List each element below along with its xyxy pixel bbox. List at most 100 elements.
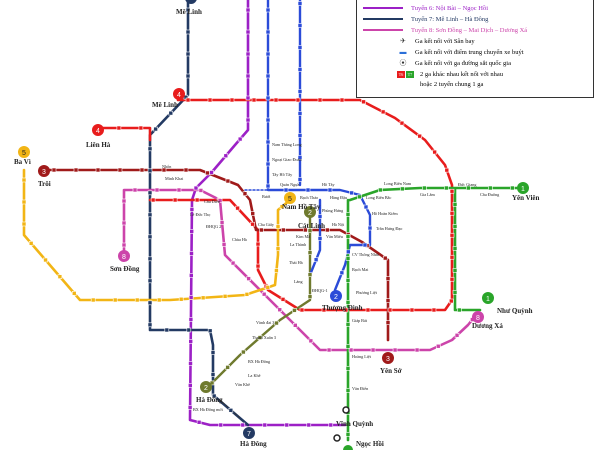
station-stop[interactable] bbox=[237, 136, 243, 142]
station-stop[interactable] bbox=[265, 161, 271, 167]
station-stop[interactable] bbox=[194, 197, 200, 203]
station-stop[interactable] bbox=[156, 297, 162, 303]
station-stop[interactable] bbox=[147, 168, 153, 174]
station-stop[interactable] bbox=[297, 1, 303, 6]
station-stop[interactable] bbox=[196, 419, 202, 425]
station-stop[interactable] bbox=[225, 365, 230, 370]
station-stop[interactable] bbox=[385, 320, 391, 325]
station-stop[interactable] bbox=[339, 270, 345, 276]
terminus-7-me-linh[interactable]: Mê Linh bbox=[176, 0, 202, 16]
station-stop[interactable] bbox=[187, 405, 193, 410]
station-stop[interactable] bbox=[380, 109, 386, 115]
station-stop[interactable] bbox=[345, 432, 351, 437]
station-stop[interactable] bbox=[189, 273, 194, 278]
station-stop[interactable] bbox=[317, 97, 323, 103]
station-stop[interactable] bbox=[452, 202, 458, 207]
station-stop[interactable] bbox=[265, 73, 271, 79]
station-stop[interactable] bbox=[274, 268, 279, 273]
station-stop[interactable] bbox=[387, 307, 393, 313]
station-stop[interactable] bbox=[57, 274, 63, 279]
station-stop[interactable] bbox=[240, 422, 246, 428]
station-stop[interactable] bbox=[307, 228, 313, 234]
station-stop[interactable] bbox=[361, 99, 366, 105]
station-stop[interactable] bbox=[317, 236, 323, 241]
station-stop[interactable] bbox=[121, 198, 127, 204]
station-stop[interactable] bbox=[449, 254, 455, 260]
station-stop[interactable] bbox=[299, 307, 305, 313]
station-stop[interactable] bbox=[277, 307, 283, 313]
station-stop[interactable] bbox=[449, 232, 455, 238]
station-stop[interactable] bbox=[154, 187, 160, 193]
station-stop[interactable] bbox=[378, 187, 383, 193]
station-stop[interactable] bbox=[255, 263, 261, 269]
station-stop[interactable] bbox=[385, 298, 391, 303]
station-stop[interactable] bbox=[449, 210, 455, 216]
station-stop[interactable] bbox=[265, 117, 271, 123]
terminus-5-nam-ho-tay[interactable]: 5 Nam Hồ Tây bbox=[282, 192, 321, 211]
station-stop[interactable] bbox=[385, 276, 391, 281]
station-stop[interactable] bbox=[431, 307, 437, 313]
station-stop[interactable] bbox=[265, 51, 271, 57]
station-stop[interactable] bbox=[292, 308, 297, 313]
station-stop[interactable] bbox=[245, 7, 251, 13]
terminus-8-duong-xa[interactable]: 8 Dương Xá bbox=[472, 311, 503, 330]
station-stop[interactable] bbox=[189, 229, 195, 234]
terminus-4-lien-ha[interactable]: 4 Liên Hà bbox=[86, 124, 111, 149]
station-stop[interactable] bbox=[210, 350, 216, 355]
station-stop[interactable] bbox=[327, 187, 333, 193]
station-stop[interactable] bbox=[303, 227, 308, 233]
station-stop[interactable] bbox=[185, 51, 191, 57]
station-stop[interactable] bbox=[147, 212, 153, 218]
station-stop[interactable] bbox=[321, 307, 327, 313]
station-stop[interactable] bbox=[121, 242, 127, 248]
station-stop[interactable] bbox=[297, 89, 303, 94]
station-stop[interactable] bbox=[279, 204, 285, 209]
station-stop[interactable] bbox=[164, 327, 170, 333]
station-stop[interactable] bbox=[251, 97, 257, 103]
station-stop[interactable] bbox=[297, 45, 303, 50]
station-stop[interactable] bbox=[281, 227, 286, 233]
station-stop[interactable] bbox=[297, 111, 303, 116]
station-stop[interactable] bbox=[217, 198, 223, 203]
station-stop[interactable] bbox=[292, 322, 298, 328]
station-stop[interactable] bbox=[229, 97, 235, 103]
station-stop[interactable] bbox=[209, 170, 214, 175]
station-stop[interactable] bbox=[345, 300, 351, 305]
terminus-1-nhu-quynh[interactable]: 1 Như Quỳnh bbox=[482, 292, 533, 315]
station-stop[interactable] bbox=[262, 422, 268, 428]
station-stop[interactable] bbox=[185, 73, 191, 79]
station-stop[interactable] bbox=[265, 285, 271, 290]
station-stop[interactable] bbox=[117, 167, 123, 173]
station-stop[interactable] bbox=[348, 347, 354, 353]
station-stop[interactable] bbox=[306, 422, 312, 428]
station-stop[interactable] bbox=[345, 212, 351, 217]
terminus-4-me-linh[interactable]: 4 Mê Linh bbox=[152, 88, 185, 109]
station-stop[interactable] bbox=[297, 177, 303, 182]
station-stop[interactable] bbox=[228, 408, 234, 413]
station-stop[interactable] bbox=[168, 110, 174, 116]
station-stop[interactable] bbox=[448, 298, 454, 304]
station-stop[interactable] bbox=[73, 167, 79, 173]
station-stop[interactable] bbox=[345, 366, 351, 371]
station-stop[interactable] bbox=[339, 97, 345, 103]
station-stop[interactable] bbox=[317, 214, 323, 219]
station-stop[interactable] bbox=[392, 347, 398, 353]
station-stop[interactable] bbox=[250, 221, 255, 227]
station-stop[interactable] bbox=[189, 251, 194, 256]
station-stop[interactable] bbox=[297, 23, 303, 28]
station-stop[interactable] bbox=[275, 224, 281, 230]
station-stop[interactable] bbox=[357, 194, 362, 200]
station-stop[interactable] bbox=[284, 422, 290, 428]
station-stop[interactable] bbox=[218, 422, 224, 428]
station-stop[interactable] bbox=[241, 349, 246, 355]
station-stop[interactable] bbox=[444, 167, 450, 173]
station-stop[interactable] bbox=[219, 220, 225, 225]
station-stop[interactable] bbox=[345, 249, 351, 255]
terminus-7-ha-dong[interactable]: 7 Hà Đông bbox=[240, 427, 267, 448]
station-stop[interactable] bbox=[185, 29, 191, 35]
station-stop[interactable] bbox=[399, 120, 405, 126]
station-stop[interactable] bbox=[172, 197, 178, 203]
station-stop[interactable] bbox=[432, 149, 437, 155]
station-stop[interactable] bbox=[147, 190, 153, 196]
station-stop[interactable] bbox=[257, 335, 263, 340]
